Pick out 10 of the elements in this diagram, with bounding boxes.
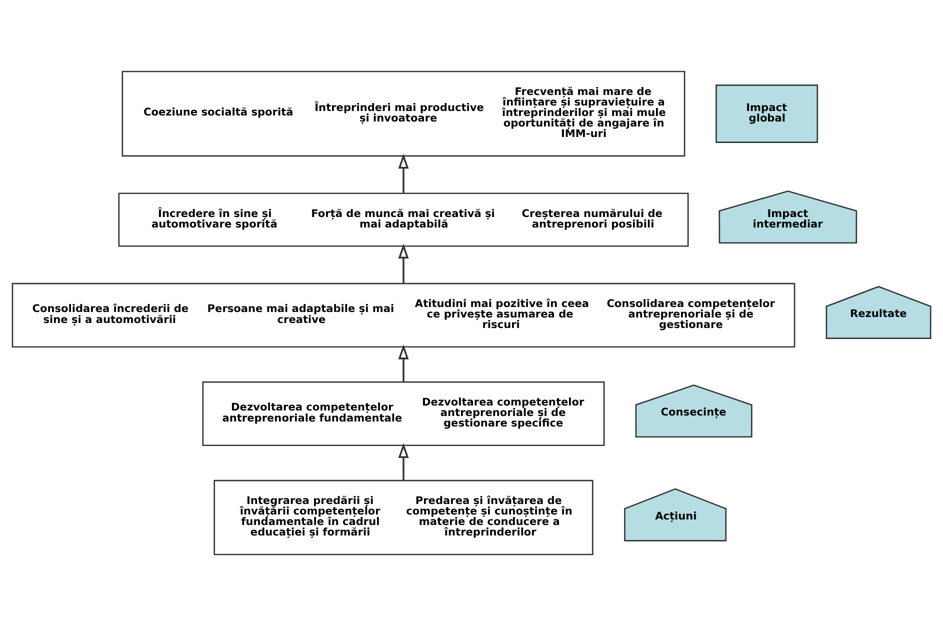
node-box: Impact global — [716, 84, 818, 142]
arrow — [398, 243, 409, 283]
arrow — [398, 442, 409, 480]
node-box: Dezvoltarea competențelor antreprenoriale fundamentale Dezvoltarea competențelor antreprenoriale și de gestionare specifice — [202, 380, 605, 446]
node-box: Coeziune socialtă sporită Întreprinderi mai productive și invoatoare Frecvență mai mare de înființare și supraviețuire a întreprinderilor și mai mule oportunități de angajare în IMM-uri — [122, 70, 686, 156]
node-box: Încredere în sine și automotivare sporită Forță de muncă mai creativă și mai adaptabilă Creșterea numărului de antreprenori posibili — [118, 192, 689, 246]
arrow — [398, 344, 409, 382]
node-box: Consolidarea încrederii de sine și a automotivării Persoane mai adaptabile și mai creative Atitudini mai pozitive în ceea ce privește asumarea de riscuri Consolidarea competențelor antreprenoriale și de gestionare — [12, 282, 796, 348]
node-box: Integrarea predării și învățării competențelor fundamentale în cadrul educației și formării Predarea și învățarea de competențe și cunoștințe în materie de conducere a întreprinderilor — [214, 479, 594, 555]
arrow — [398, 153, 409, 193]
